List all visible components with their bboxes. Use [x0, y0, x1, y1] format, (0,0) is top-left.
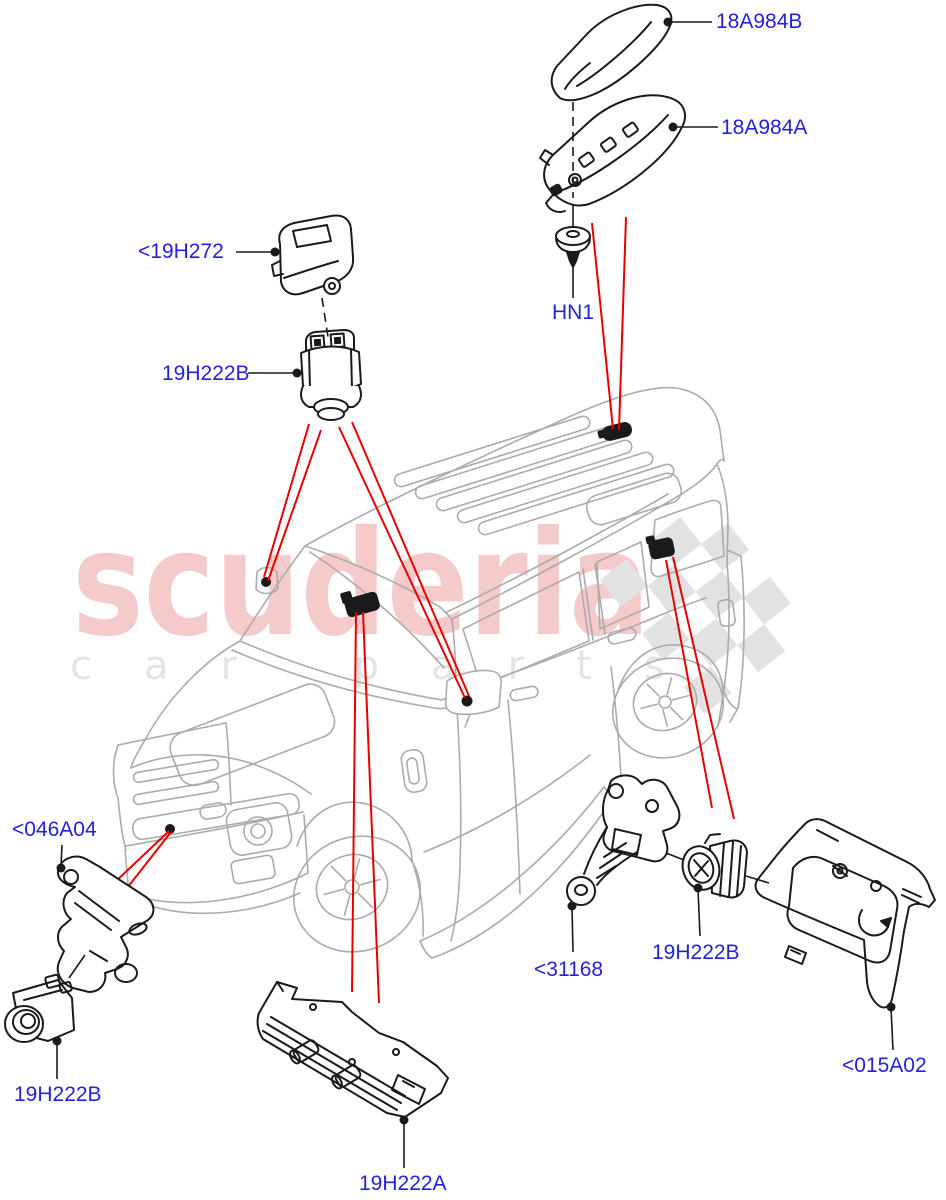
part-bracket-front-drawing: [56, 855, 155, 993]
black-leader-lines: [52, 17, 896, 1168]
part-label-antenna-base: 18A984A: [721, 116, 808, 139]
part-label-nut: HN1: [552, 301, 595, 324]
part-label-antenna-cover: 18A984B: [716, 10, 803, 33]
red-leader-lines: [112, 216, 735, 1004]
part-camera-module-cover-drawing: [271, 214, 355, 296]
part-label-camera-front-lower: 19H222B: [14, 1083, 102, 1106]
part-label-camera-module-cover: <19H272: [138, 240, 224, 263]
part-label-camera-rear: 19H222B: [652, 941, 740, 964]
part-label-bracket-rear: <31168: [534, 958, 604, 981]
part-label-bracket-front: <046A04: [12, 818, 97, 841]
part-camera-front-lower-drawing: [4, 973, 75, 1043]
part-camera-windscreen-bracket-drawing: [256, 981, 449, 1118]
part-antenna-cover-drawing: [550, 3, 673, 102]
watermark-checkered-flag-icon: [600, 517, 791, 714]
part-panel-liftgate-drawing: [754, 818, 936, 1009]
part-nut-drawing: [555, 226, 591, 268]
part-camera-rear-drawing: [681, 833, 748, 899]
part-bracket-rear-drawing: [566, 774, 681, 906]
vehicle-line-art: [112, 386, 745, 959]
part-label-panel-liftgate: <015A02: [842, 1054, 927, 1077]
part-antenna-base-drawing: [539, 94, 686, 213]
part-label-camera-windscreen-bracket: 19H222A: [359, 1172, 447, 1195]
part-label-camera-front-upper: 19H222B: [162, 362, 250, 385]
vehicle-location-marks: [165, 422, 675, 834]
part-camera-front-upper-drawing: [300, 329, 362, 421]
